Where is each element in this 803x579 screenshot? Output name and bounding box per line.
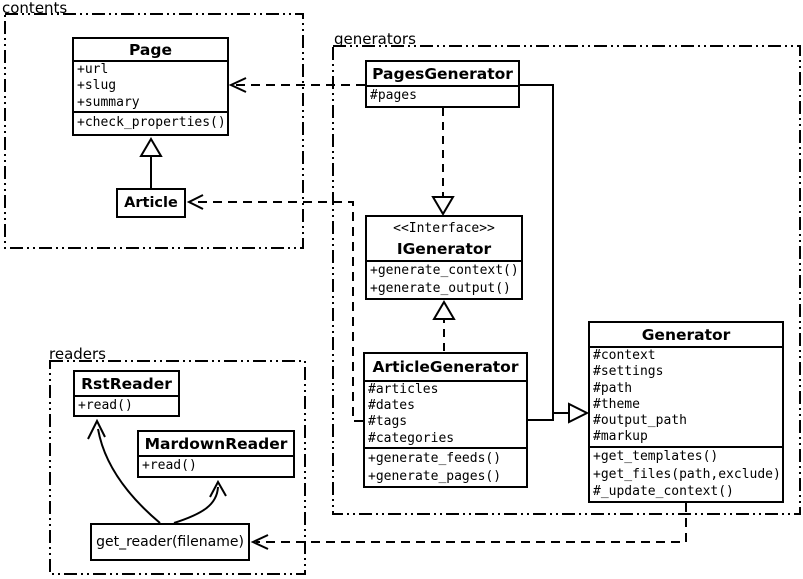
attribute-line: #tags xyxy=(368,414,408,430)
package-label-contents: contents xyxy=(2,0,68,17)
realization-triangle-articlegenerator-igenerator xyxy=(432,300,456,320)
class-rstreader-methods: +read() xyxy=(75,397,178,415)
open-arrowhead-mardownreader xyxy=(209,479,227,498)
method-line: +read() xyxy=(78,398,133,413)
attribute-line: #pages xyxy=(370,88,417,103)
class-mardownreader: MardownReader +read() xyxy=(137,430,295,478)
class-rstreader-title: RstReader xyxy=(75,372,178,397)
class-article: Article xyxy=(116,188,186,218)
class-igenerator-title: IGenerator xyxy=(396,240,492,258)
class-article-title: Article xyxy=(124,195,178,211)
class-generator: Generator #context #settings #path #them… xyxy=(588,321,784,503)
package-label-readers: readers xyxy=(49,345,106,363)
function-get-reader: get_reader(filename) xyxy=(90,523,250,561)
open-arrowhead-page xyxy=(228,77,247,93)
method-line: +check_properties() xyxy=(77,115,226,130)
class-generator-attributes: #context #settings #path #theme #output_… xyxy=(590,348,782,446)
class-mardownreader-title: MardownReader xyxy=(139,432,293,457)
attribute-line: #context xyxy=(593,348,656,363)
attribute-line: #categories xyxy=(368,430,455,446)
attribute-line: +slug xyxy=(77,78,117,94)
attribute-line: #articles xyxy=(368,382,439,397)
class-igenerator: <<Interface>> IGenerator +generate_conte… xyxy=(365,215,523,300)
class-page-methods: +check_properties() xyxy=(74,111,227,134)
open-arrowhead-getreader xyxy=(250,534,269,550)
class-rstreader: RstReader +read() xyxy=(73,370,180,417)
package-border-contents xyxy=(4,13,304,249)
method-line: +get_files(path,exclude) xyxy=(593,466,781,482)
inheritance-line-articlegenerator-generator xyxy=(528,412,554,421)
attribute-line: #output_path xyxy=(593,413,687,429)
attribute-line: #path xyxy=(593,380,633,396)
arrow-line-getreader-mardownreader xyxy=(173,486,219,524)
class-articlegenerator: ArticleGenerator #articles #dates #tags … xyxy=(363,352,528,488)
class-pagesgenerator: PagesGenerator #pages xyxy=(365,60,520,108)
class-articlegenerator-methods: +generate_feeds() +generate_pages() xyxy=(365,447,526,486)
class-igenerator-header: <<Interface>> IGenerator xyxy=(367,217,521,262)
realization-triangle-pagesgenerator-igenerator xyxy=(431,196,455,216)
arrow-line-getreader-rstreader xyxy=(97,428,161,524)
method-line: #_update_context() xyxy=(593,484,734,499)
class-page: Page +url +slug +summary +check_properti… xyxy=(72,37,229,136)
inheritance-triangle-article-page xyxy=(139,137,163,157)
class-page-attributes: +url +slug +summary xyxy=(74,62,227,111)
attribute-line: #theme xyxy=(593,396,640,412)
open-arrowhead-article xyxy=(186,194,204,210)
class-articlegenerator-title: ArticleGenerator xyxy=(365,354,526,382)
package-border-readers xyxy=(49,360,306,575)
inheritance-triangle-generator xyxy=(568,402,590,424)
dependency-line-generator-getreader xyxy=(256,503,687,543)
method-line: +get_templates() xyxy=(593,449,719,464)
package-label-generators: generators xyxy=(334,30,416,48)
method-line: +generate_context() xyxy=(370,263,519,278)
package-border-generators xyxy=(332,45,801,515)
open-arrowhead-rstreader xyxy=(87,418,106,440)
class-igenerator-stereotype: <<Interface>> xyxy=(393,221,495,236)
dependency-line-articlegenerator-article xyxy=(192,201,363,422)
attribute-line: +url xyxy=(77,62,109,77)
attribute-line: #dates xyxy=(368,398,415,414)
inheritance-line-pagesgenerator-generator xyxy=(520,84,568,414)
method-line: +generate_feeds() xyxy=(368,451,502,466)
class-pagesgenerator-title: PagesGenerator xyxy=(367,62,518,87)
method-line: +read() xyxy=(142,458,197,473)
class-page-title: Page xyxy=(74,39,227,62)
attribute-line: #settings xyxy=(593,364,664,380)
class-igenerator-methods: +generate_context() +generate_output() xyxy=(367,262,521,298)
method-line: +generate_output() xyxy=(370,281,511,296)
class-generator-methods: +get_templates() +get_files(path,exclude… xyxy=(590,446,782,501)
class-generator-title: Generator xyxy=(590,323,782,348)
class-articlegenerator-attributes: #articles #dates #tags #categories xyxy=(365,382,526,447)
method-line: +generate_pages() xyxy=(368,469,502,484)
attribute-line: #markup xyxy=(593,429,648,445)
attribute-line: +summary xyxy=(77,94,140,110)
class-mardownreader-methods: +read() xyxy=(139,457,293,476)
class-pagesgenerator-attributes: #pages xyxy=(367,87,518,106)
